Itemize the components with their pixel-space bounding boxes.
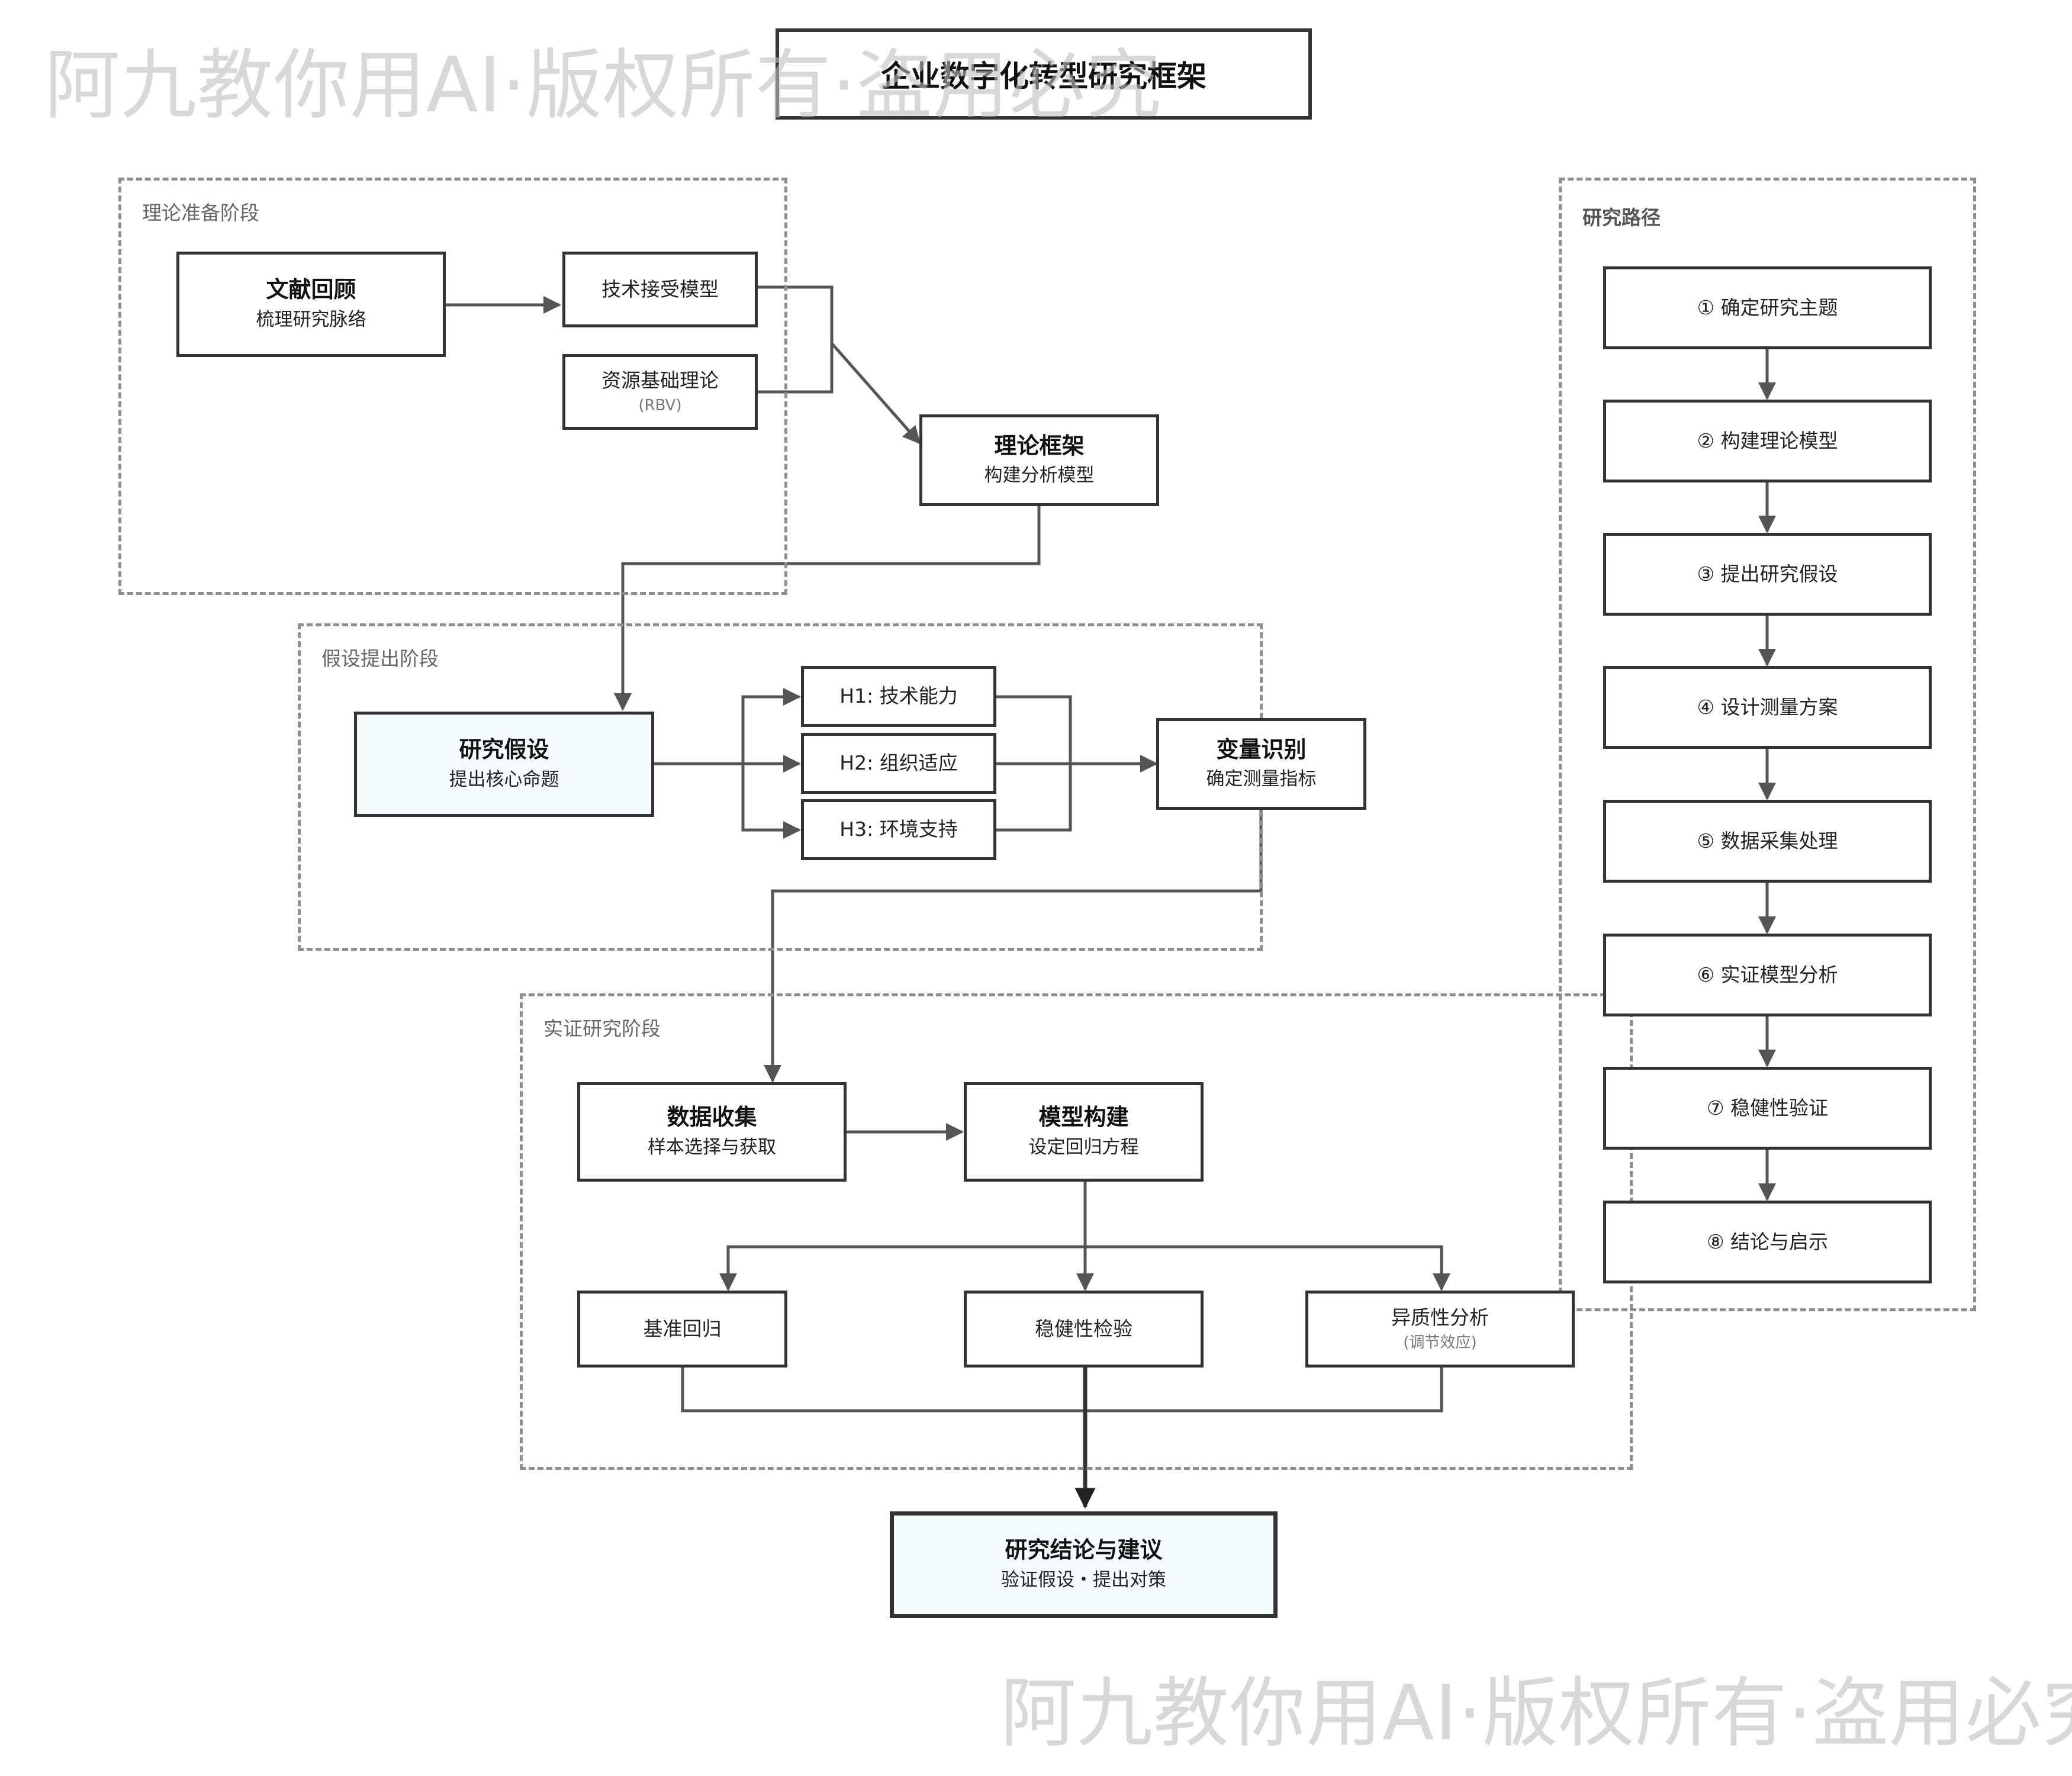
path-step-3-label: ③ 提出研究假设 [1697, 562, 1838, 585]
node-data-sub: 样本选择与获取 [648, 1136, 776, 1158]
node-variable-identification[interactable]: 变量识别 确定测量指标 [1156, 718, 1366, 810]
group-path-label: 研究路径 [1582, 206, 1661, 229]
group-empirical-label: 实证研究阶段 [543, 1017, 661, 1040]
node-heterogeneity-analysis[interactable]: 异质性分析 (调节效应) [1305, 1291, 1575, 1368]
edge-baseline-merge [681, 1368, 1443, 1413]
group-theory-label: 理论准备阶段 [142, 201, 259, 224]
node-model-sub: 设定回归方程 [1028, 1136, 1139, 1158]
path-step-8-label: ⑧ 结论与启示 [1706, 1230, 1829, 1253]
edge-tam-merge [757, 285, 834, 343]
node-variables-sub: 确定测量指标 [1206, 768, 1317, 790]
node-h3-label: H3: 环境支持 [839, 818, 958, 841]
edge-hypothesis-h3 [741, 764, 801, 839]
edge-branch-baseline [719, 1245, 1085, 1291]
node-robust-label: 稳健性检验 [1035, 1317, 1132, 1340]
node-rbv-label: 资源基础理论 [601, 368, 719, 392]
edge-merge-framework [831, 342, 921, 445]
node-literature-review[interactable]: 文献回顾 梳理研究脉络 [176, 252, 446, 357]
path-step-5[interactable]: ⑤ 数据采集处理 [1603, 800, 1932, 883]
path-step-7-label: ⑦ 稳健性验证 [1706, 1096, 1829, 1119]
node-variables-title: 变量识别 [1216, 736, 1307, 762]
path-step-4-label: ④ 设计测量方案 [1697, 695, 1838, 719]
node-literature-title: 文献回顾 [266, 276, 356, 303]
node-conclusion-sub: 验证假设・提出对策 [1001, 1569, 1166, 1591]
group-path: 研究路径 [1559, 178, 1976, 1311]
node-hypothesis-title: 研究假设 [459, 736, 549, 763]
node-h2[interactable]: H2: 组织适应 [801, 733, 996, 794]
edge-hypothesis-h1 [741, 688, 801, 764]
edge-h1-merge [995, 695, 1072, 764]
path-step-3[interactable]: ③ 提出研究假设 [1603, 533, 1932, 616]
node-research-hypothesis[interactable]: 研究假设 提出核心命题 [354, 712, 654, 817]
node-framework-title: 理论框架 [994, 432, 1085, 459]
path-step-7[interactable]: ⑦ 稳健性验证 [1603, 1067, 1932, 1150]
path-step-8[interactable]: ⑧ 结论与启示 [1603, 1201, 1932, 1283]
path-step-5-label: ⑤ 数据采集处理 [1697, 829, 1838, 852]
node-literature-sub: 梳理研究脉络 [256, 308, 366, 330]
edge-branch-hetero [1085, 1245, 1450, 1291]
path-step-6[interactable]: ⑥ 实证模型分析 [1603, 934, 1932, 1016]
node-framework-sub: 构建分析模型 [984, 465, 1095, 487]
node-tam[interactable]: 技术接受模型 [562, 252, 758, 327]
node-baseline-regression[interactable]: 基准回归 [577, 1291, 787, 1368]
node-data-title: 数据收集 [667, 1104, 757, 1131]
node-theory-framework[interactable]: 理论框架 构建分析模型 [919, 414, 1159, 506]
diagram-title: 企业数字化转型研究框架 [776, 28, 1312, 120]
node-rbv[interactable]: 资源基础理论 (RBV) [562, 354, 758, 430]
path-step-6-label: ⑥ 实证模型分析 [1697, 963, 1838, 986]
node-h3[interactable]: H3: 环境支持 [801, 799, 996, 860]
node-h1-label: H1: 技术能力 [839, 684, 958, 708]
edge-framework-hypothesis [614, 505, 1041, 711]
group-empirical: 实证研究阶段 [520, 993, 1633, 1470]
path-step-2-label: ② 构建理论模型 [1697, 429, 1838, 452]
node-conclusion[interactable]: 研究结论与建议 验证假设・提出对策 [890, 1511, 1278, 1618]
node-h1[interactable]: H1: 技术能力 [801, 666, 996, 727]
group-hypothesis-label: 假设提出阶段 [321, 647, 439, 670]
node-model-title: 模型构建 [1038, 1104, 1129, 1131]
node-baseline-label: 基准回归 [643, 1317, 722, 1340]
node-model-building[interactable]: 模型构建 设定回归方程 [964, 1082, 1204, 1182]
path-step-1-label: ① 确定研究主题 [1697, 295, 1838, 319]
node-hypothesis-sub: 提出核心命题 [449, 768, 559, 790]
node-hetero-sub: (调节效应) [1403, 1333, 1477, 1352]
edge-h3-merge [995, 764, 1072, 832]
group-theory: 理论准备阶段 [118, 178, 787, 595]
path-step-4[interactable]: ④ 设计测量方案 [1603, 666, 1932, 749]
node-robustness-test[interactable]: 稳健性检验 [964, 1291, 1204, 1368]
node-hetero-label: 异质性分析 [1391, 1305, 1489, 1329]
node-rbv-sub: (RBV) [638, 396, 682, 414]
edge-rbv-merge [757, 343, 834, 394]
node-data-collection[interactable]: 数据收集 样本选择与获取 [577, 1082, 847, 1182]
node-conclusion-title: 研究结论与建议 [1005, 1537, 1163, 1563]
path-step-1[interactable]: ① 确定研究主题 [1603, 266, 1932, 349]
path-step-2[interactable]: ② 构建理论模型 [1603, 400, 1932, 482]
node-tam-label: 技术接受模型 [601, 277, 719, 301]
node-h2-label: H2: 组织适应 [839, 751, 958, 775]
